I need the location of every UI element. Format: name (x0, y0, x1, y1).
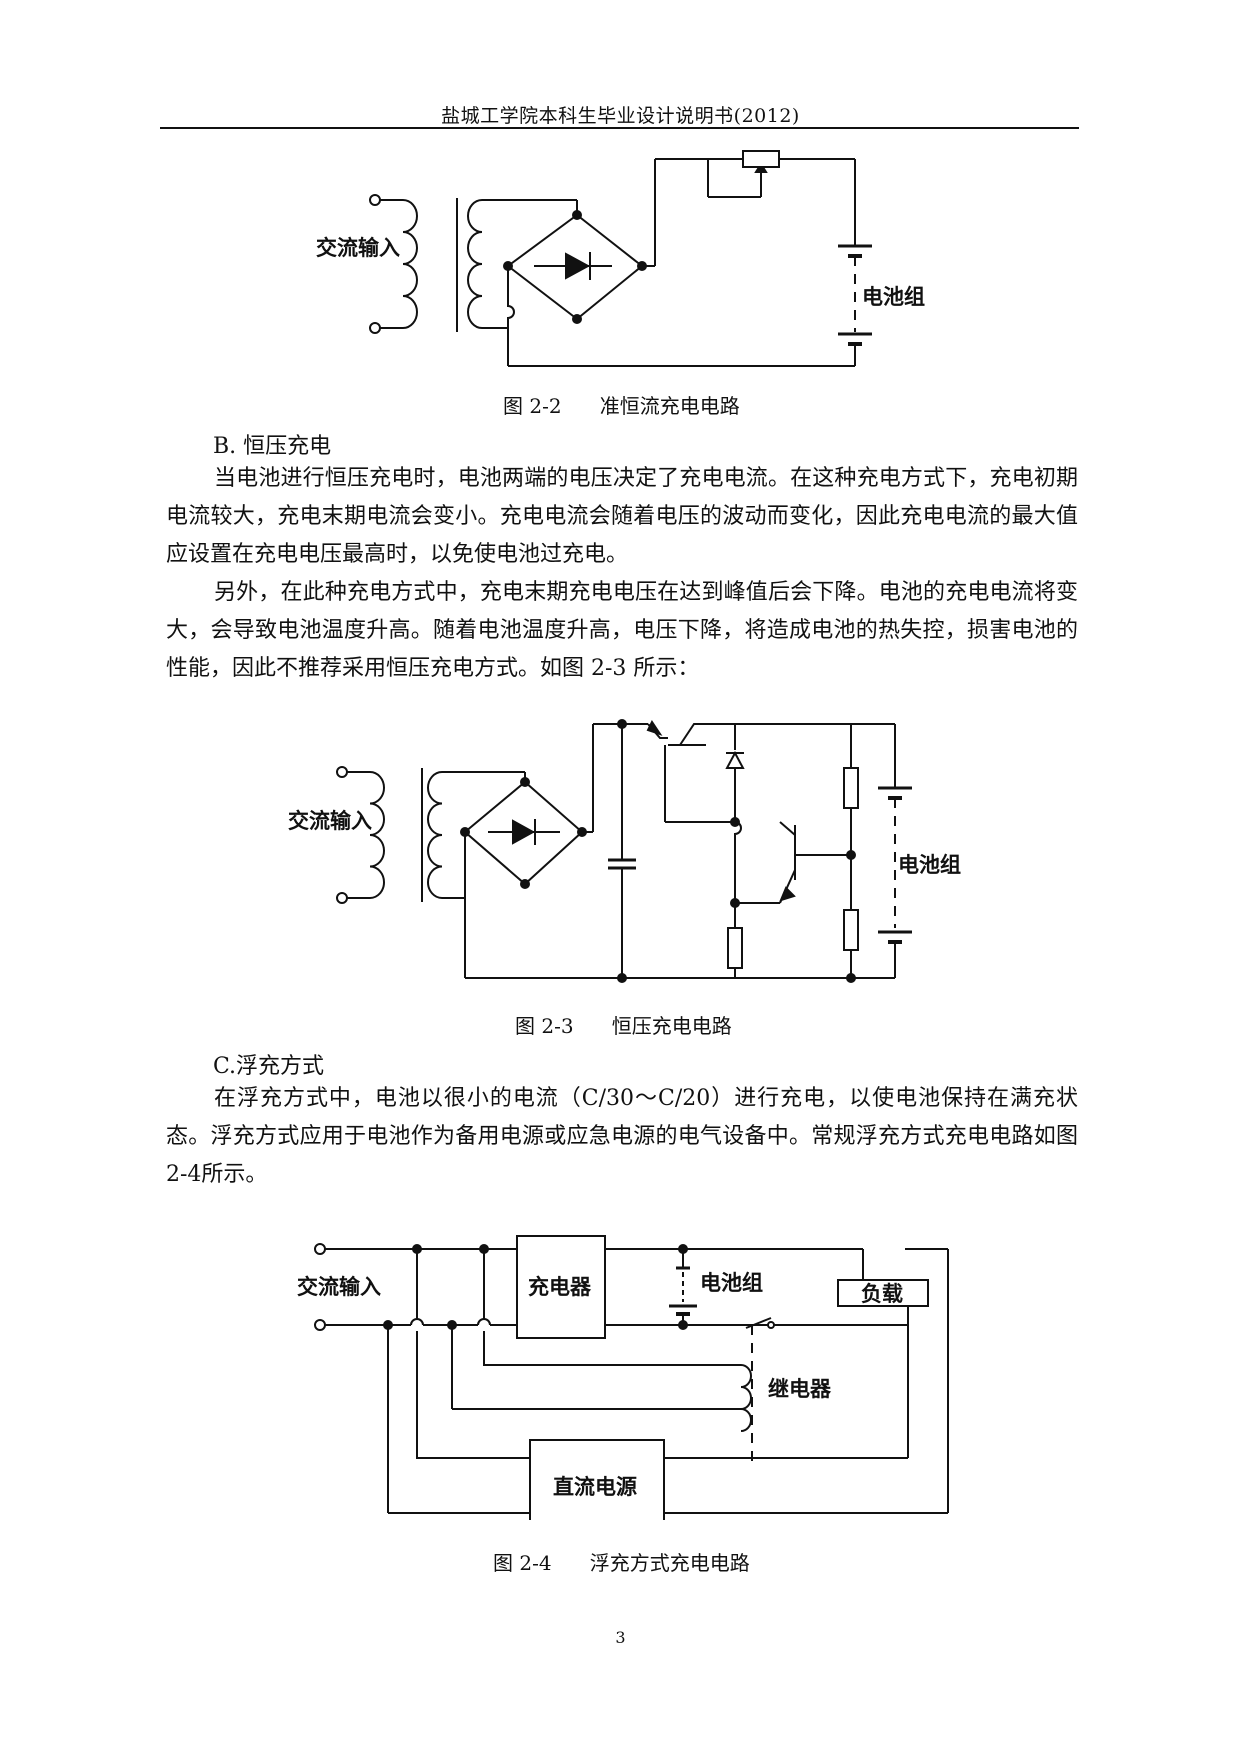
figure-2-4-circuit: 交流输入 充电器 电池组 负载 继电器 直流电源 (0, 1220, 1241, 1520)
dc-supply-box (529, 1439, 665, 1520)
relay-contact (745, 1317, 772, 1329)
section-c-paragraph-1: 在浮充方式中，电池以很小的电流（C/30～C/20）进行充电，以使电池保持在满充… (166, 1086, 1078, 1187)
section-c-heading: C.浮充方式 (213, 1054, 325, 1079)
transformer-primary-coil (402, 199, 418, 329)
figure-2-2-circuit: 交流输入 电池组 (0, 140, 1241, 380)
fig24-load-label: 负载 (861, 1282, 903, 1306)
fig22-battery-label: 电池组 (862, 285, 925, 309)
input-terminal-top (336, 766, 348, 778)
control-transistor-emitter-arrow (779, 886, 796, 902)
figure-2-3-circuit: 交流输入 电池组 (0, 700, 1241, 990)
fig23-battery-label: 电池组 (898, 853, 961, 877)
resistor-lower-left (727, 927, 743, 969)
input-terminal-bottom (369, 322, 381, 334)
transformer-primary-coil (369, 771, 385, 899)
fig23-ac-input-label: 交流输入 (288, 809, 372, 833)
zener-diode (725, 750, 745, 769)
page-number: 3 (615, 1628, 626, 1647)
transformer-secondary-coil (427, 771, 443, 899)
fig24-relay-label: 继电器 (768, 1377, 832, 1401)
transformer-secondary-coil (467, 199, 483, 329)
resistor-divider-top (843, 767, 859, 809)
header-rule (160, 127, 1079, 129)
bridge-diode-symbol (512, 819, 536, 845)
relay-coil (740, 1364, 752, 1432)
section-b-heading: B. 恒压充电 (213, 434, 332, 459)
section-b-paragraph-2: 另外，在此种充电方式中，充电末期充电电压在达到峰值后会下降。电池的充电电流将变大… (166, 580, 1078, 681)
input-terminal-top (314, 1243, 326, 1255)
page-header-title: 盐城工学院本科生毕业设计说明书(2012) (441, 105, 800, 127)
rheostat (742, 150, 780, 168)
fig24-dc-supply-label: 直流电源 (553, 1475, 637, 1499)
fig22-ac-input-label: 交流输入 (316, 236, 400, 260)
input-terminal-top (369, 194, 381, 206)
charger-box (516, 1235, 606, 1339)
figure-2-4-caption: 图 2-4 浮充方式充电电路 (493, 1551, 750, 1575)
fig24-battery-label: 电池组 (700, 1271, 763, 1295)
input-terminal-bottom (314, 1319, 326, 1331)
figure-2-2-caption: 图 2-2 准恒流充电电路 (503, 394, 740, 418)
bridge-diode-symbol (565, 252, 591, 280)
input-terminal-bottom (336, 892, 348, 904)
fig24-ac-input-label: 交流输入 (297, 1275, 381, 1299)
fig24-charger-label: 充电器 (528, 1275, 592, 1299)
figure-2-3-caption: 图 2-3 恒压充电电路 (515, 1014, 732, 1038)
load-box (837, 1279, 929, 1307)
section-b-paragraph-1: 当电池进行恒压充电时，电池两端的电压决定了充电电流。在这种充电方式下，充电初期电… (166, 466, 1078, 567)
resistor-divider-bottom (843, 909, 859, 951)
